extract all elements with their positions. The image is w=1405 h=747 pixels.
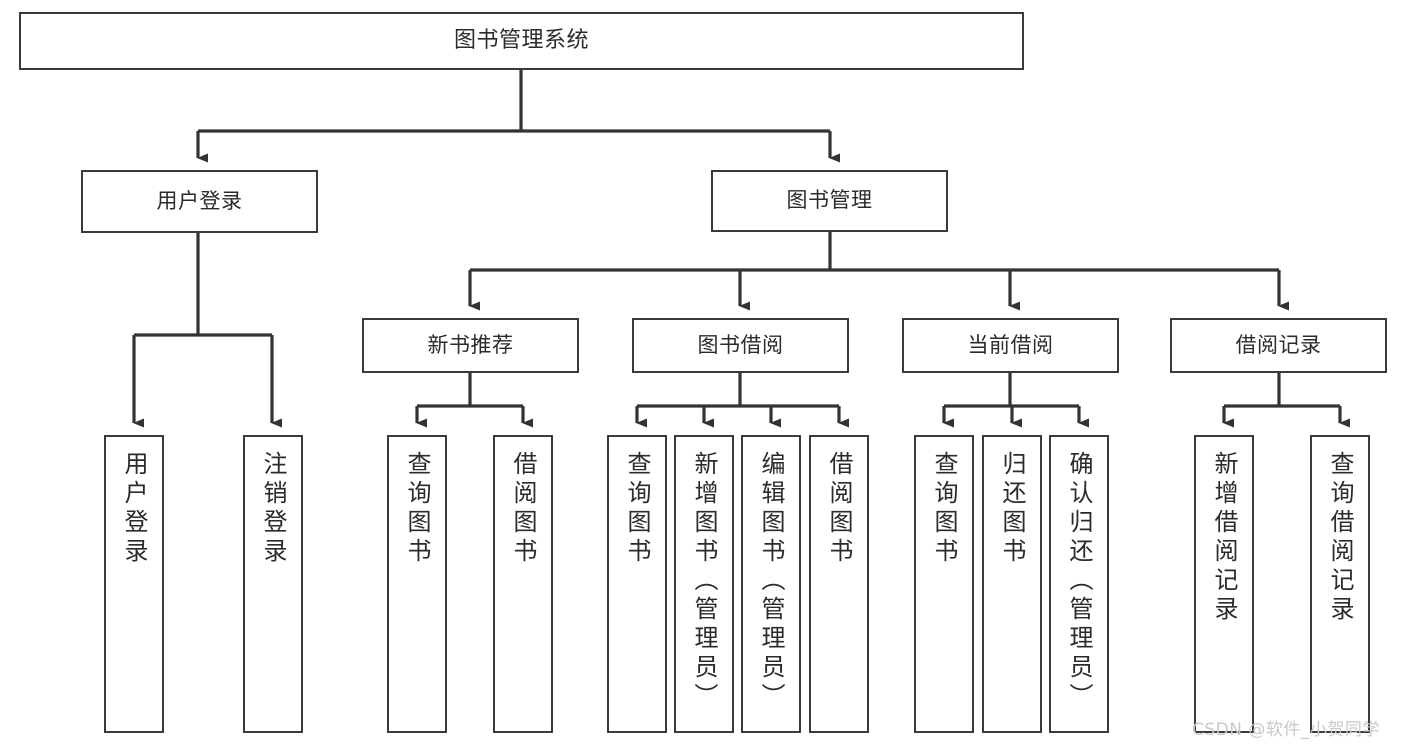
node-edit-book-admin-label: 编辑图书（管理员） — [757, 451, 785, 712]
node-book-management-label: 图书管理 — [786, 188, 873, 213]
node-new-book-recommend[interactable]: 新书推荐 — [362, 318, 579, 373]
node-borrow-record-label: 借阅记录 — [1235, 332, 1322, 357]
node-query-book-2[interactable]: 查询图书 — [607, 435, 667, 733]
node-query-book-3[interactable]: 查询图书 — [914, 435, 974, 733]
node-book-borrow[interactable]: 图书借阅 — [632, 318, 849, 373]
node-add-book-admin-label: 新增图书（管理员） — [690, 451, 718, 712]
node-query-borrow-record-label: 查询借阅记录 — [1326, 451, 1354, 625]
node-query-book-2-label: 查询图书 — [623, 451, 651, 567]
node-borrow-book-2-label: 借阅图书 — [825, 451, 853, 567]
node-borrow-book-2[interactable]: 借阅图书 — [809, 435, 869, 733]
node-current-borrow-label: 当前借阅 — [967, 332, 1054, 357]
node-user-login-action-label: 用户登录 — [120, 451, 148, 567]
node-query-borrow-record[interactable]: 查询借阅记录 — [1310, 435, 1370, 733]
node-confirm-return-admin-label: 确认归还（管理员） — [1065, 451, 1093, 712]
node-borrow-record[interactable]: 借阅记录 — [1170, 318, 1387, 373]
node-user-login-label: 用户登录 — [156, 188, 243, 213]
node-root-system[interactable]: 图书管理系统 — [19, 12, 1024, 70]
node-add-borrow-record-label: 新增借阅记录 — [1210, 451, 1238, 625]
node-borrow-book-1-label: 借阅图书 — [509, 451, 537, 567]
node-return-book-label: 归还图书 — [998, 451, 1026, 567]
node-new-book-recommend-label: 新书推荐 — [427, 332, 514, 357]
node-book-management[interactable]: 图书管理 — [711, 170, 948, 232]
node-edit-book-admin[interactable]: 编辑图书（管理员） — [741, 435, 801, 733]
node-user-login[interactable]: 用户登录 — [81, 170, 318, 233]
node-query-book-1-label: 查询图书 — [403, 451, 431, 567]
node-return-book[interactable]: 归还图书 — [982, 435, 1042, 733]
node-current-borrow[interactable]: 当前借阅 — [902, 318, 1119, 373]
node-book-borrow-label: 图书借阅 — [697, 332, 784, 357]
node-user-logout-action-label: 注销登录 — [259, 451, 287, 567]
node-borrow-book-1[interactable]: 借阅图书 — [493, 435, 553, 733]
node-add-book-admin[interactable]: 新增图书（管理员） — [674, 435, 734, 733]
node-confirm-return-admin[interactable]: 确认归还（管理员） — [1049, 435, 1109, 733]
node-query-book-3-label: 查询图书 — [930, 451, 958, 567]
node-root-label: 图书管理系统 — [453, 27, 589, 53]
node-user-logout-action[interactable]: 注销登录 — [243, 435, 303, 733]
node-query-book-1[interactable]: 查询图书 — [387, 435, 447, 733]
node-user-login-action[interactable]: 用户登录 — [104, 435, 164, 733]
node-add-borrow-record[interactable]: 新增借阅记录 — [1194, 435, 1254, 733]
